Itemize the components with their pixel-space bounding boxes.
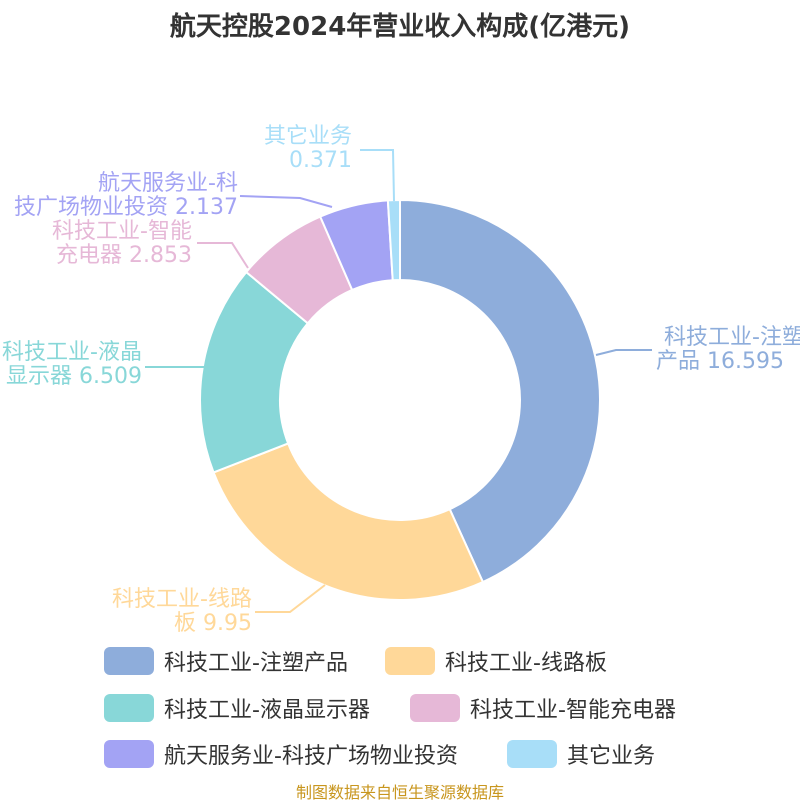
legend-label: 科技工业-线路板 — [445, 651, 607, 676]
donut-slice-2[interactable] — [199, 270, 310, 474]
chart-title: 航天控股2024年营业收入构成(亿港元) — [169, 12, 631, 42]
legend-label: 其它业务 — [567, 744, 656, 769]
legend-item-3[interactable]: 科技工业-智能充电器 — [410, 692, 676, 724]
legend-label: 科技工业-液晶显示器 — [164, 698, 370, 723]
legend-item-1[interactable]: 科技工业-线路板 — [385, 645, 607, 677]
source-footer: 制图数据来自恒生聚源数据库 — [295, 783, 504, 800]
legend-swatch — [104, 740, 154, 768]
donut-slice-5[interactable] — [386, 198, 401, 282]
legend-label: 航天服务业-科技广场物业投资 — [164, 744, 458, 769]
data-label-4: 航天服务业-科技广场物业投资 2.137 — [14, 171, 238, 220]
legend-swatch — [385, 647, 435, 675]
legend-swatch — [410, 694, 460, 722]
donut-slice-1[interactable] — [212, 442, 485, 601]
donut-slice-0[interactable] — [399, 198, 601, 584]
legend-label: 科技工业-注塑产品 — [164, 651, 348, 676]
legend-item-0[interactable]: 科技工业-注塑产品 — [104, 645, 348, 677]
label-line-4 — [239, 195, 333, 208]
data-label-0: 科技工业-注塑产品 16.595 — [656, 325, 800, 374]
data-label-3: 科技工业-智能充电器 2.853 — [52, 219, 192, 268]
legend-item-5[interactable]: 其它业务 — [507, 738, 655, 770]
data-label-2: 科技工业-液晶显示器 6.509 — [2, 340, 142, 389]
legend-swatch — [104, 647, 154, 675]
legend-item-4[interactable]: 航天服务业-科技广场物业投资 — [104, 738, 458, 770]
legend-item-2[interactable]: 科技工业-液晶显示器 — [104, 692, 370, 724]
label-line-1 — [255, 584, 326, 613]
label-line-3 — [197, 242, 249, 269]
legend-swatch — [104, 694, 154, 722]
legend-swatch — [507, 740, 557, 768]
label-line-5 — [360, 149, 395, 202]
label-line-0 — [595, 349, 652, 356]
data-label-1: 科技工业-线路板 9.95 — [112, 587, 252, 636]
legend-label: 科技工业-智能充电器 — [470, 698, 676, 723]
